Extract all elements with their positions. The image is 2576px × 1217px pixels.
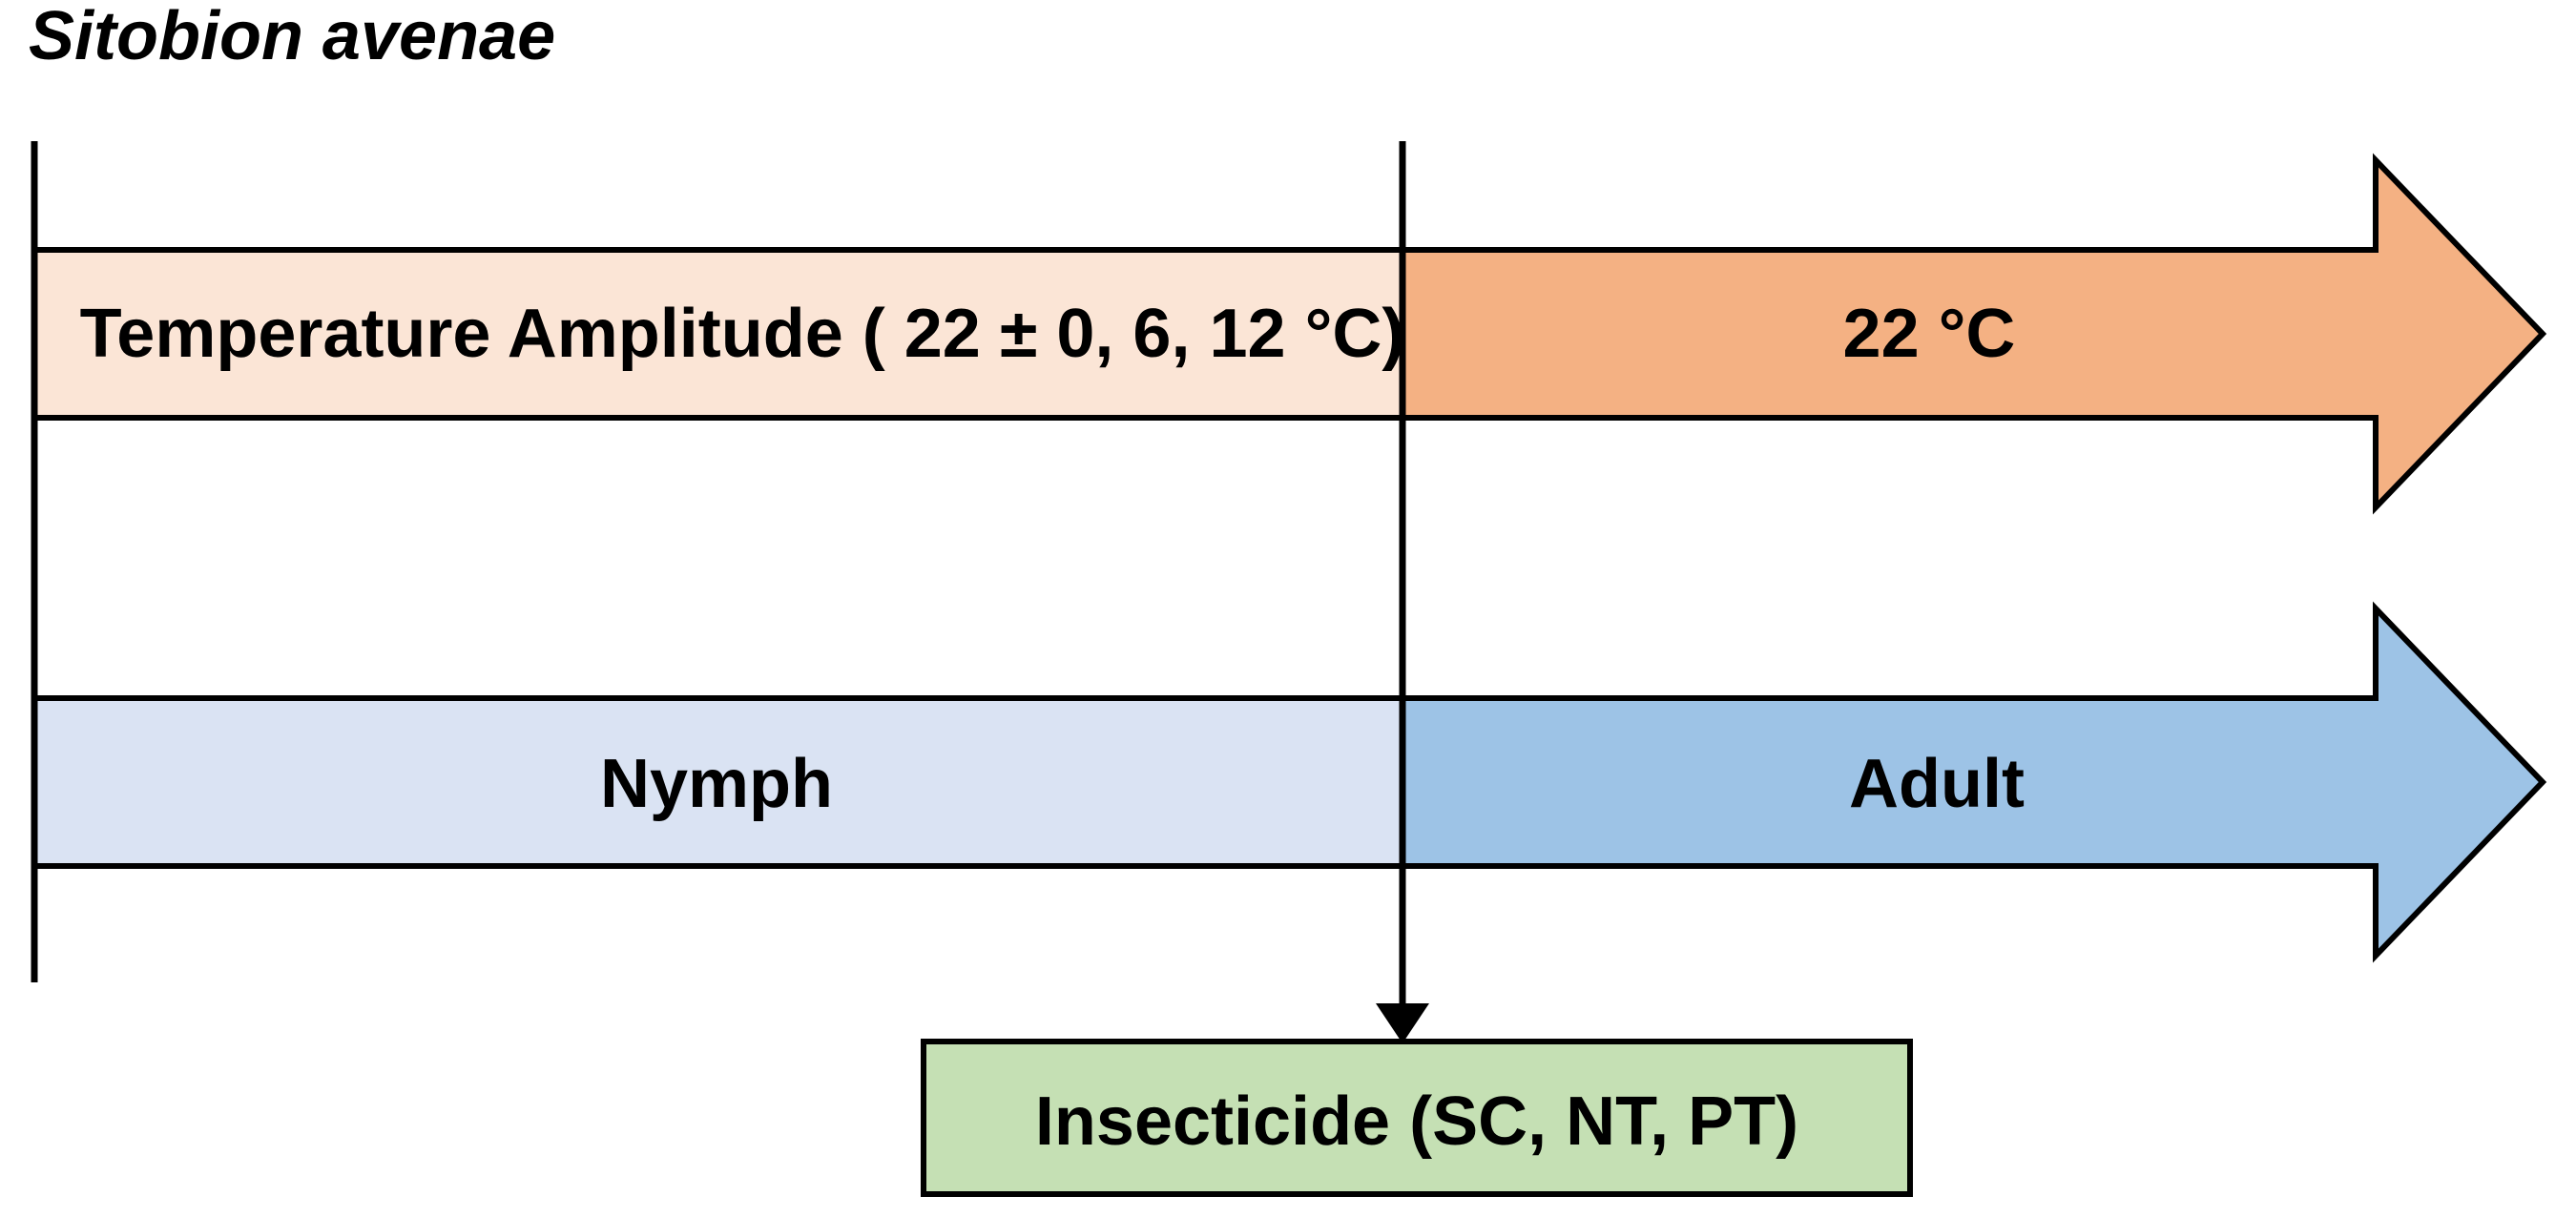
figure-title: Sitobion avenae — [29, 0, 555, 74]
temperature-post-arrow — [1400, 153, 2547, 515]
down-arrowhead-icon — [1376, 1003, 1429, 1043]
stage-pre-bar — [31, 695, 1405, 869]
stage-post-arrow — [1400, 601, 2547, 963]
stage-post-label: Adult — [1849, 746, 2025, 822]
insecticide-box — [921, 1039, 1913, 1197]
temperature-pre-bar — [31, 247, 1405, 421]
temperature-pre-label: Temperature Amplitude ( 22 ± 0, 6, 12 °C… — [80, 296, 1405, 372]
temperature-post-label: 22 °C — [1843, 296, 2016, 372]
stage-pre-label: Nymph — [600, 746, 833, 822]
insecticide-label: Insecticide (SC, NT, PT) — [1035, 1083, 1798, 1160]
